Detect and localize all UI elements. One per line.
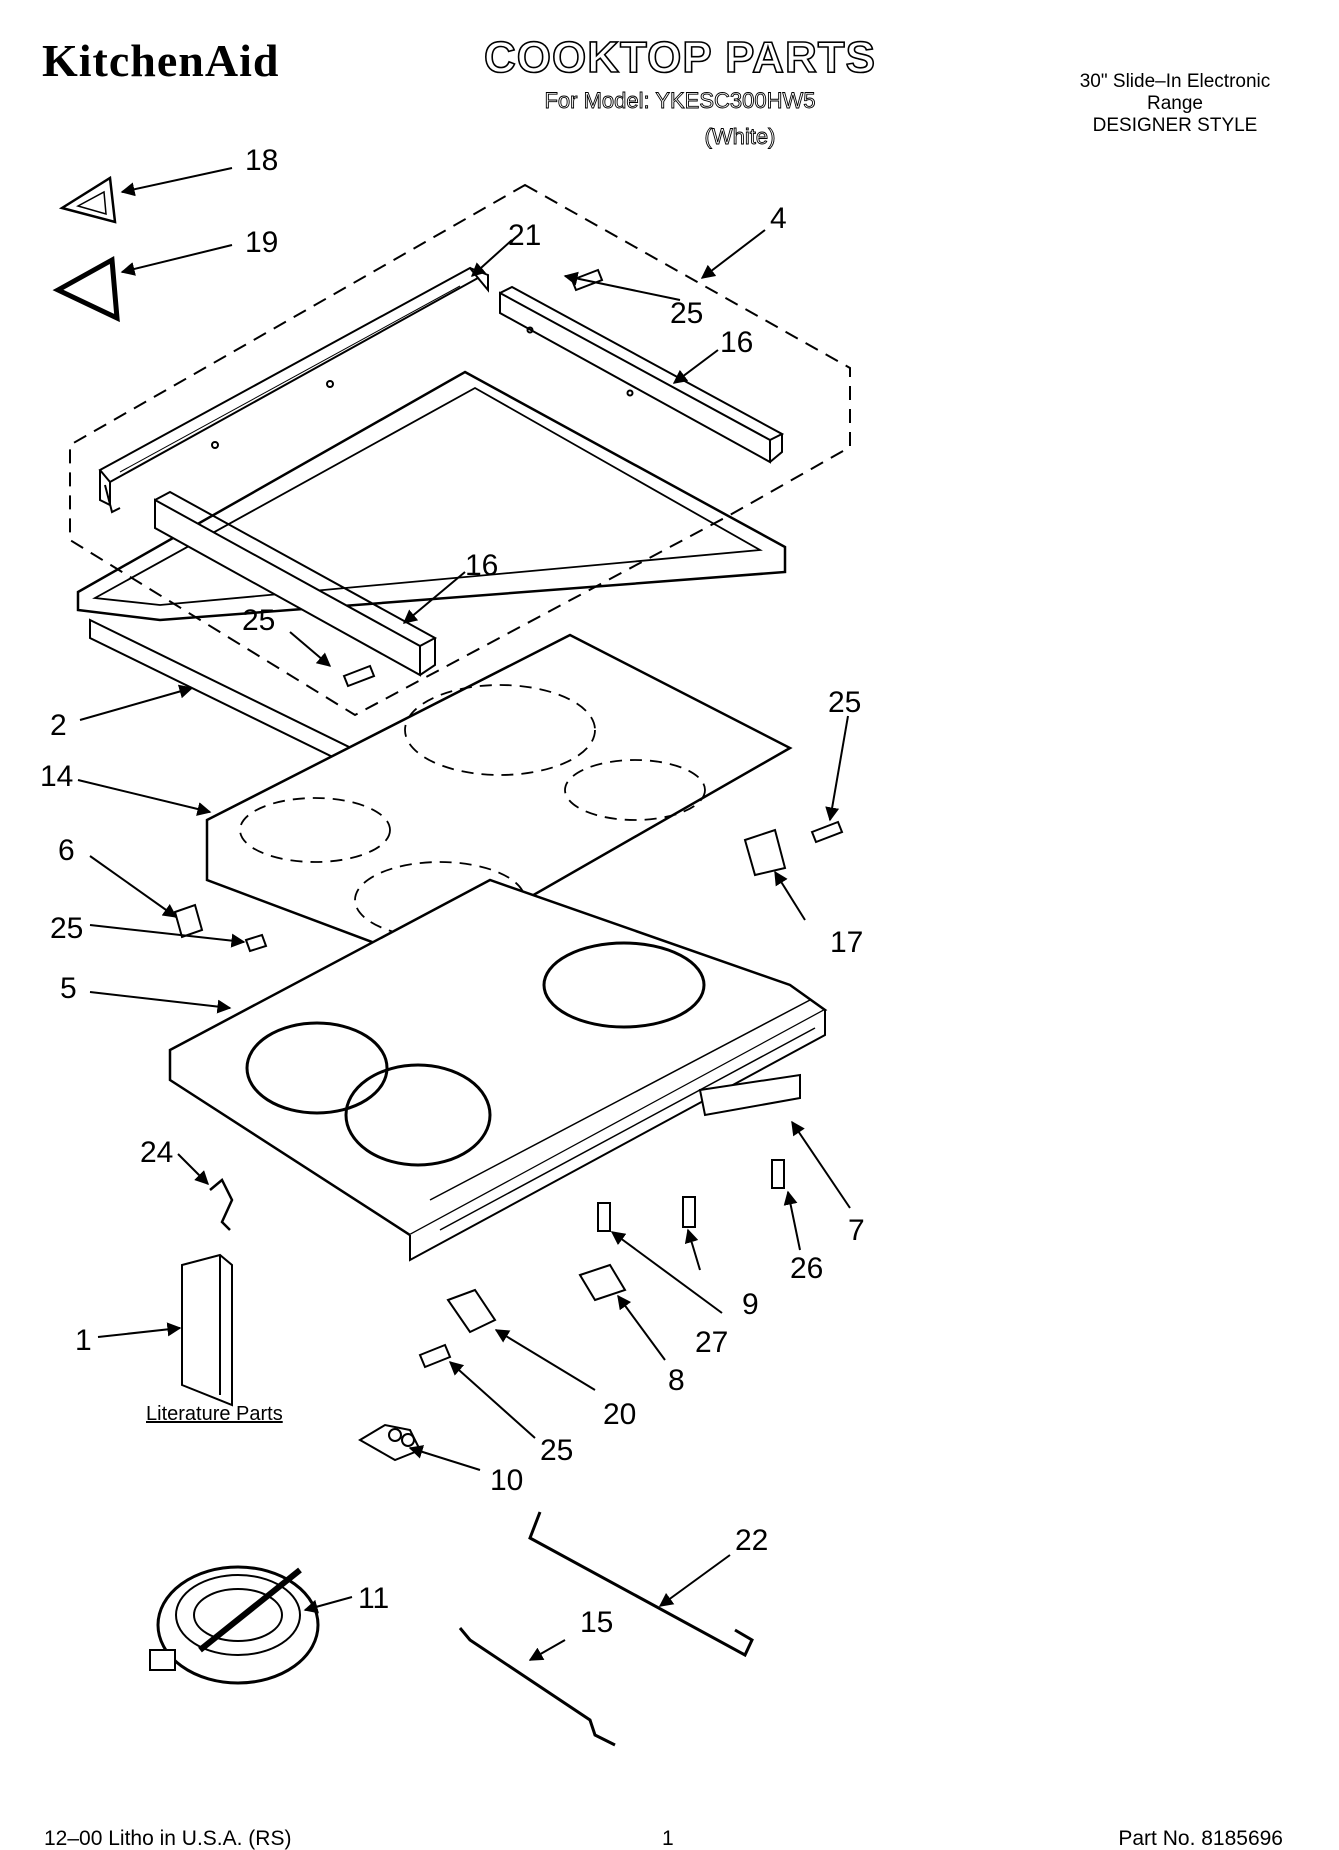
callout-25: 25 [670, 297, 703, 330]
trim-assembly-outline [69, 183, 851, 717]
callout-4: 4 [770, 202, 787, 235]
wire-clip-part [209, 1178, 234, 1231]
callout-14: 14 [40, 760, 73, 793]
gasket-triangle-part [52, 255, 120, 323]
product-line-3: DESIGNER STYLE [1092, 115, 1258, 136]
product-line-1: 30" Slide–In Electronic [1079, 71, 1271, 92]
callout-24: 24 [140, 1136, 173, 1169]
callout-7: 7 [848, 1214, 865, 1247]
burner-box-part [168, 878, 828, 1262]
mounting-bracket-part [418, 1288, 497, 1369]
radiant-element-part [149, 1565, 320, 1685]
model-line: For Model: YKESC300HW5 [544, 88, 816, 113]
support-rod-part [458, 1627, 616, 1747]
callout-25: 25 [242, 604, 275, 637]
brand-logo: KitchenAid [42, 35, 280, 86]
callout-20: 20 [603, 1398, 636, 1431]
page-title: COOKTOP PARTS [483, 33, 876, 82]
callout-19: 19 [245, 226, 278, 259]
callout-21: 21 [508, 219, 541, 252]
product-line-2: Range [1147, 93, 1203, 114]
callout-5: 5 [60, 972, 77, 1005]
callout-18: 18 [245, 144, 278, 177]
callout-2: 2 [50, 709, 67, 742]
callout-10: 10 [490, 1464, 523, 1497]
callout-9: 9 [742, 1288, 759, 1321]
trim-frame-part [76, 370, 787, 622]
callout-27: 27 [695, 1326, 728, 1359]
callout-16: 16 [465, 549, 498, 582]
footer-page-number: 1 [662, 1827, 674, 1850]
literature-parts-label: Literature Parts [146, 1403, 283, 1425]
glass-cooktop-part [205, 633, 793, 962]
callout-25: 25 [828, 686, 861, 719]
literature-booklet [181, 1253, 233, 1407]
callout-1: 1 [75, 1324, 92, 1357]
end-cap-part [58, 175, 117, 224]
clip-part [173, 903, 268, 953]
callout-22: 22 [735, 1524, 768, 1557]
leader-arrows [77, 167, 851, 1661]
callout-11: 11 [358, 1582, 389, 1615]
fastener-parts [578, 1159, 785, 1302]
callout-6: 6 [58, 834, 75, 867]
footer-part-number: Part No. 8185696 [1118, 1827, 1283, 1850]
callout-15: 15 [580, 1606, 613, 1639]
callout-17: 17 [830, 926, 863, 959]
rear-trim-rail-part [98, 266, 489, 514]
callout-25: 25 [540, 1434, 573, 1467]
callout-16: 16 [720, 326, 753, 359]
rod-part [528, 1511, 754, 1658]
sensor-harness-part [358, 1423, 422, 1462]
bracket-part [743, 820, 844, 877]
side-trim-left-part [154, 490, 438, 677]
callout-26: 26 [790, 1252, 823, 1285]
callout-25: 25 [50, 912, 83, 945]
callout-8: 8 [668, 1364, 685, 1397]
callout-labels: 18 19 21 4 25 16 16 25 2 14 25 6 25 17 5… [40, 144, 865, 1639]
color-line: (White) [704, 124, 776, 149]
side-trim-right-part [499, 285, 785, 464]
footer-litho: 12–00 Litho in U.S.A. (RS) [44, 1827, 292, 1850]
